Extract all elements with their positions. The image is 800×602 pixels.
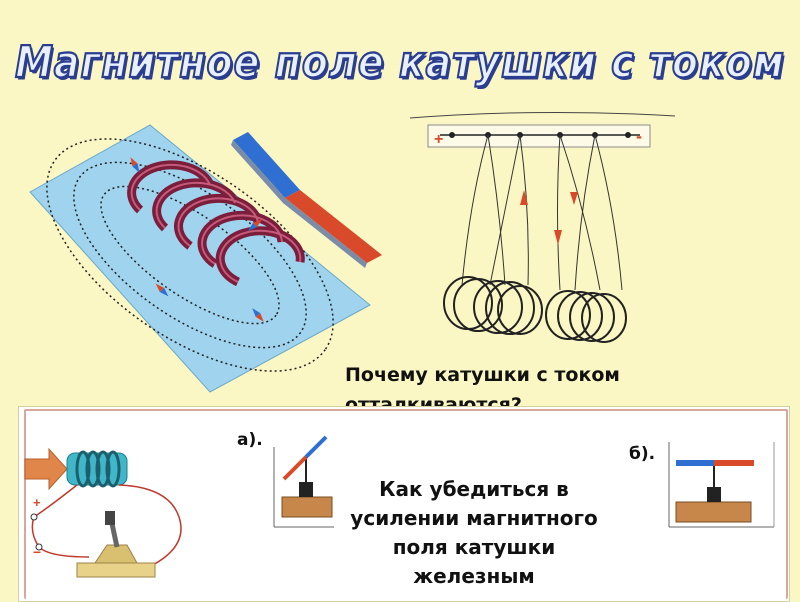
- arrow-icon: [24, 447, 68, 491]
- circuit-diagram: + −: [24, 447, 182, 578]
- bar-magnet: [231, 132, 382, 268]
- coil-highlights: [130, 163, 302, 283]
- left-coil: [443, 276, 543, 335]
- circuit-minus: −: [33, 544, 41, 560]
- label-a: а).: [237, 430, 263, 450]
- label-b: б).: [629, 444, 656, 464]
- bottom-frame: [24, 409, 788, 599]
- question-iron-core: Как убедиться в усилении магнитного поля…: [350, 477, 598, 588]
- plus-sign: +: [434, 131, 443, 148]
- field-plate: [29, 124, 371, 393]
- experiment-a: [273, 435, 334, 528]
- right-coil: [545, 290, 627, 343]
- bottom-panel: + − а). б). Как убедиться в усилении маг…: [18, 406, 790, 602]
- circuit-plus: +: [33, 495, 41, 510]
- compass-needles: [130, 157, 264, 322]
- minus-sign: -: [636, 126, 642, 146]
- slide-title: Магнитное поле катушки с током: [14, 36, 785, 89]
- terminal-bar: [427, 124, 651, 148]
- experiment-b: [668, 442, 775, 528]
